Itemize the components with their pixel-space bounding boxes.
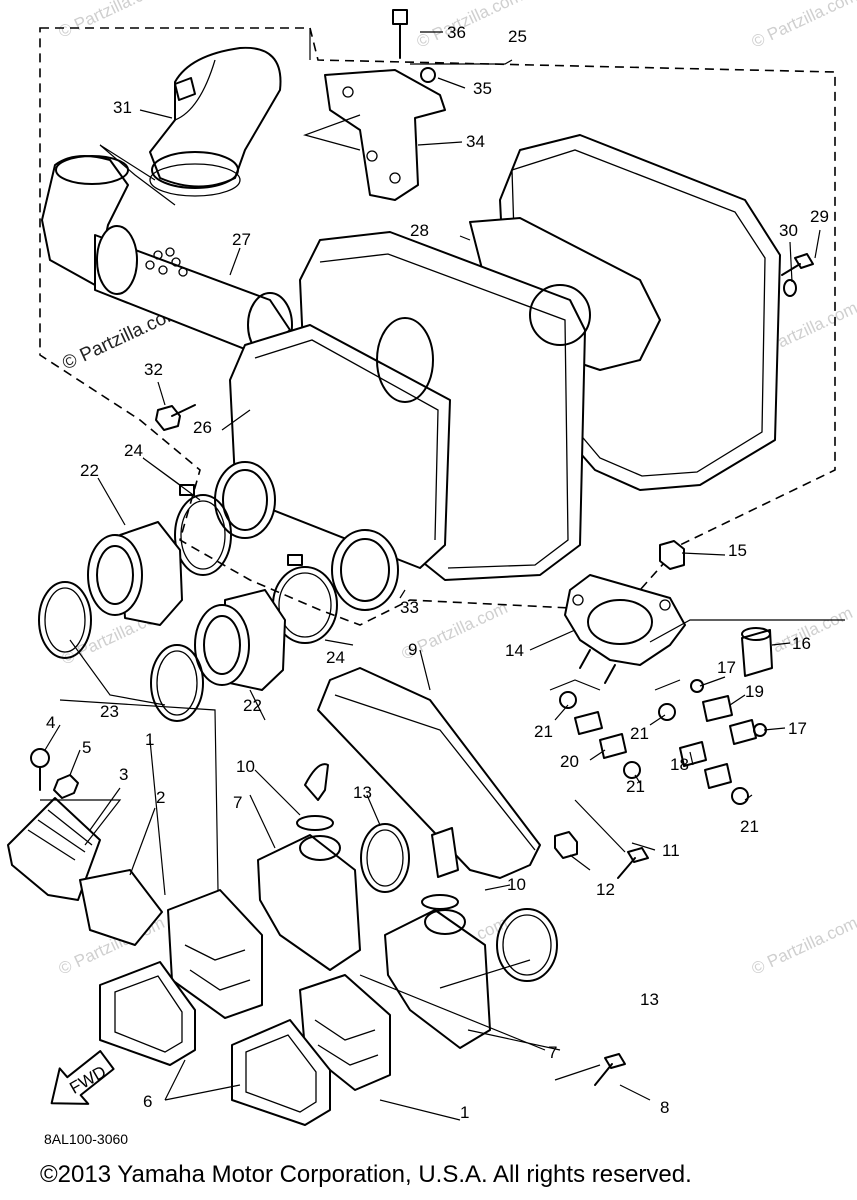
callout-32: 32 (144, 360, 163, 379)
callout-1: 1 (145, 730, 154, 749)
callout-21: 21 (630, 724, 649, 743)
callout-33: 33 (400, 598, 419, 617)
watermark: © Partzilla.com (749, 913, 857, 979)
callout-5: 5 (82, 738, 91, 757)
callout-22: 22 (243, 696, 262, 715)
callout-2: 2 (156, 788, 165, 807)
part-13-clamps (360, 823, 558, 982)
callout-24: 24 (124, 441, 143, 460)
part-7-joints (257, 834, 491, 1049)
callout-8: 8 (660, 1098, 669, 1117)
callout-14: 14 (505, 641, 524, 660)
part-27-intake-tube (41, 155, 293, 358)
callout-34: 34 (466, 132, 485, 151)
part-23-clamps (38, 581, 204, 722)
copyright-notice: ©2013 Yamaha Motor Corporation, U.S.A. A… (40, 1161, 692, 1188)
callout-17: 17 (788, 719, 807, 738)
callout-13: 13 (353, 783, 372, 802)
part-14-mount-plate (564, 540, 773, 684)
part-34-bracket (324, 9, 446, 201)
callout-25: 25 (508, 27, 527, 46)
callout-21: 21 (626, 777, 645, 796)
callout-29: 29 (810, 207, 829, 226)
callout-27: 27 (232, 230, 251, 249)
part-10-o-rings (296, 815, 459, 910)
callout-1: 1 (460, 1103, 469, 1122)
part-33-boot-sockets (214, 461, 399, 611)
callout-3: 3 (119, 765, 128, 784)
callout-36: 36 (447, 23, 466, 42)
callout-7: 7 (233, 793, 242, 812)
part-26-air-box (229, 231, 591, 581)
callout-11: 11 (662, 841, 680, 860)
callout-12: 12 (596, 880, 615, 899)
callout-10: 10 (236, 757, 255, 776)
assembly-boundary-25 (39, 27, 836, 626)
callout-21: 21 (740, 817, 759, 836)
callout-15: 15 (728, 541, 747, 560)
callout-numbers: 36 35 25 34 31 27 28 30 29 32 26 24 22 2… (46, 23, 829, 1122)
callout-22: 22 (80, 461, 99, 480)
callout-10: 10 (507, 875, 526, 894)
callout-13: 13 (640, 990, 659, 1009)
parts-1-3-reed-valves (7, 748, 391, 1091)
callout-4: 4 (46, 713, 55, 732)
diagram-code: 8AL100-3060 (44, 1131, 129, 1147)
callout-26: 26 (193, 418, 212, 437)
leader-lines (40, 28, 845, 1121)
watermark: © Partzilla.com (749, 0, 857, 52)
callout-21: 21 (534, 722, 553, 741)
part-22-rubber-boots (87, 521, 286, 691)
callout-9: 9 (408, 640, 417, 659)
callout-30: 30 (779, 221, 798, 240)
callout-7: 7 (548, 1043, 557, 1062)
fwd-arrow: FWD (50, 1050, 115, 1105)
callout-35: 35 (473, 79, 492, 98)
callout-20: 20 (560, 752, 579, 771)
parts-8-11-12-fasteners (155, 253, 814, 1086)
part-9-intake-silencer (304, 667, 541, 879)
callout-28: 28 (410, 221, 429, 240)
part-6-gaskets (99, 961, 331, 1126)
part-31-elbow-duct (149, 46, 282, 197)
watermark: © Partzilla.com (56, 0, 168, 42)
callout-6: 6 (143, 1092, 152, 1111)
parts-17-21-hoses (559, 679, 767, 805)
callout-19: 19 (745, 682, 764, 701)
callout-24: 24 (326, 648, 345, 667)
callout-16: 16 (792, 634, 811, 653)
callout-18: 18 (670, 755, 689, 774)
callout-23: 23 (100, 702, 119, 721)
callout-31: 31 (113, 98, 132, 117)
callout-17: 17 (717, 658, 736, 677)
